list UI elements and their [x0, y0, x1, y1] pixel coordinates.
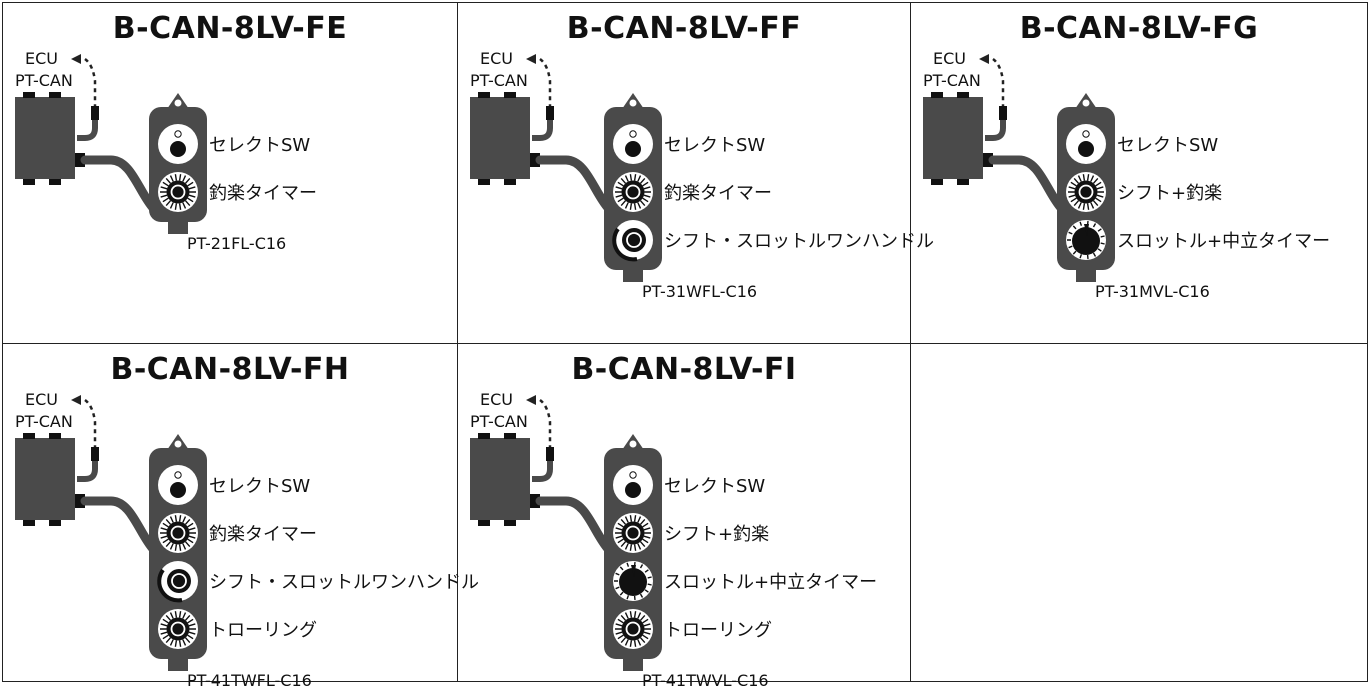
cell-5-control-label: シフト+釣楽: [664, 524, 770, 545]
cell-4-control-label: 釣楽タイマー: [209, 524, 317, 545]
cell-4-control-label: セレクトSW: [209, 476, 311, 497]
cell-3-ptcan-cable: [985, 106, 1006, 141]
cell-4-control-4-dial-knob-icon: [158, 609, 198, 649]
cell-5-diagram-svg: [470, 395, 662, 671]
cell-3-ecu-dashed-cable: [992, 58, 1005, 106]
cell-1-ptcan-label: PT-CAN: [15, 71, 73, 90]
cell-5-control-2-dial-knob-icon: [613, 513, 653, 553]
cell-1-control-2-dial-knob-icon: [158, 172, 198, 212]
cell-4-control-label: トローリング: [209, 620, 317, 641]
cell-4-model-label: PT-41TWFL-C16: [187, 671, 312, 690]
cell-2-model-label: PT-31WFL-C16: [642, 282, 758, 301]
cell-5-control-label: セレクトSW: [664, 476, 766, 497]
cell-1-ptcan-cable: [77, 106, 98, 141]
cell-1-title: B-CAN-8LV-FE: [112, 11, 348, 46]
cell-4-ecu-arrow-icon: [71, 395, 81, 405]
cell-4-junction-box-icon: [15, 438, 75, 520]
cell-3-ptcan-label: PT-CAN: [923, 71, 981, 90]
cell-5-remote-panel: B-CAN-8LV-FI ECU PT-CAN セレクトSW シフト+釣楽スロットル+中…: [458, 344, 911, 690]
cell-3-diagram-svg: [923, 54, 1115, 282]
cell-2-ptcan-cable: [532, 106, 553, 141]
cell-2-diagram-svg: [470, 54, 662, 282]
cell-3-control-label: セレクトSW: [1117, 135, 1219, 156]
cell-5-control-1-select-knob-icon: [613, 465, 653, 505]
cell-4-diagram-svg: [15, 395, 207, 671]
cell-4-control-label: シフト・スロットルワンハンドル: [209, 572, 479, 593]
cell-2-ecu-arrow-icon: [526, 54, 536, 64]
cell-2-cable-connector-icon: [546, 106, 554, 120]
cell-5-cable-connector-icon: [546, 447, 554, 461]
cell-5-ecu-dashed-cable: [539, 399, 552, 447]
cell-1-diagram-svg: [15, 54, 207, 234]
cell-5-title: B-CAN-8LV-FI: [571, 352, 797, 387]
cell-4-cable-connector-icon: [91, 447, 99, 461]
cell-4-control-1-select-knob-icon: [158, 465, 198, 505]
cell-1-ecu-arrow-icon: [71, 54, 81, 64]
cell-5-remote-body-icon: [604, 448, 662, 659]
cell-2-ecu-label: ECU: [480, 49, 513, 68]
cell-2-control-label: シフト・スロットルワンハンドル: [664, 231, 934, 252]
cell-3-control-label: シフト+釣楽: [1117, 183, 1223, 204]
cell-4-ptcan-label: PT-CAN: [15, 412, 73, 431]
cell-3-ecu-arrow-icon: [979, 54, 989, 64]
cell-3-control-1-select-knob-icon: [1066, 124, 1106, 164]
cell-5-junction-box-icon: [470, 438, 530, 520]
cell-5-ptcan-label: PT-CAN: [470, 412, 528, 431]
cell-2-remote-panel: B-CAN-8LV-FF ECU PT-CAN セレクトSW 釣楽タイマーシフト・スロッ…: [458, 2, 934, 344]
cell-3-remote-panel: B-CAN-8LV-FG ECU PT-CAN セレクトSW シフト+釣楽スロットル+中…: [911, 2, 1368, 344]
cell-1-ecu-label: ECU: [25, 49, 58, 68]
cell-1-ecu-dashed-cable: [84, 58, 97, 106]
cell-5-control-4-dial-knob-icon: [613, 609, 653, 649]
cell-4-ptcan-cable: [77, 447, 98, 482]
cell-3-cable-connector-icon: [999, 106, 1007, 120]
cell-2-control-label: セレクトSW: [664, 135, 766, 156]
cell-2-control-3-lever-knob-icon: [612, 220, 653, 262]
cell-3-control-2-dial-knob-icon: [1066, 172, 1106, 212]
empty-cell: [911, 344, 1368, 682]
cell-1-control-label: セレクトSW: [209, 135, 311, 156]
cell-1-control-label: 釣楽タイマー: [209, 183, 317, 204]
cell-2-control-label: 釣楽タイマー: [664, 183, 772, 204]
cell-1-cable-connector-icon: [91, 106, 99, 120]
cell-4-remote-panel: B-CAN-8LV-FH ECU PT-CAN セレクトSW 釣楽タイマーシフト・スロッ…: [2, 344, 479, 690]
cell-4-title: B-CAN-8LV-FH: [110, 352, 350, 387]
cell-5-control-label: スロットル+中立タイマー: [664, 572, 878, 593]
cell-2-control-1-select-knob-icon: [613, 124, 653, 164]
cell-4-ecu-dashed-cable: [84, 399, 97, 447]
cell-5-ecu-label: ECU: [480, 390, 513, 409]
cell-2-title: B-CAN-8LV-FF: [566, 11, 802, 46]
cell-4-ecu-label: ECU: [25, 390, 58, 409]
cell-2-control-2-dial-knob-icon: [613, 172, 653, 212]
cell-1-control-1-select-knob-icon: [158, 124, 198, 164]
cell-1-junction-box-icon: [15, 97, 75, 179]
cell-4-control-2-dial-knob-icon: [158, 513, 198, 553]
cell-5-control-label: トローリング: [664, 620, 772, 641]
cell-4-remote-body-icon: [149, 448, 207, 659]
cell-5-ptcan-cable: [532, 447, 553, 482]
cell-2-junction-box-icon: [470, 97, 530, 179]
cell-5-model-label: PT-41TWVL-C16: [642, 671, 769, 690]
cell-4-control-3-lever-knob-icon: [157, 561, 198, 603]
cell-3-model-label: PT-31MVL-C16: [1095, 282, 1210, 301]
cell-3-title: B-CAN-8LV-FG: [1019, 11, 1259, 46]
cell-3-control-3-throttle-knob-icon: [1066, 220, 1106, 260]
cell-2-ptcan-label: PT-CAN: [470, 71, 528, 90]
cell-5-control-3-throttle-knob-icon: [613, 561, 653, 601]
cell-3-ecu-label: ECU: [933, 49, 966, 68]
cell-5-ecu-arrow-icon: [526, 395, 536, 405]
cell-2-ecu-dashed-cable: [539, 58, 552, 106]
cell-1-model-label: PT-21FL-C16: [187, 234, 287, 253]
cell-3-control-label: スロットル+中立タイマー: [1117, 231, 1331, 252]
cell-3-junction-box-icon: [923, 97, 983, 179]
cell-1-remote-panel: B-CAN-8LV-FE ECU PT-CAN セレクトSW 釣楽タイマー PT-21FL…: [2, 2, 458, 344]
